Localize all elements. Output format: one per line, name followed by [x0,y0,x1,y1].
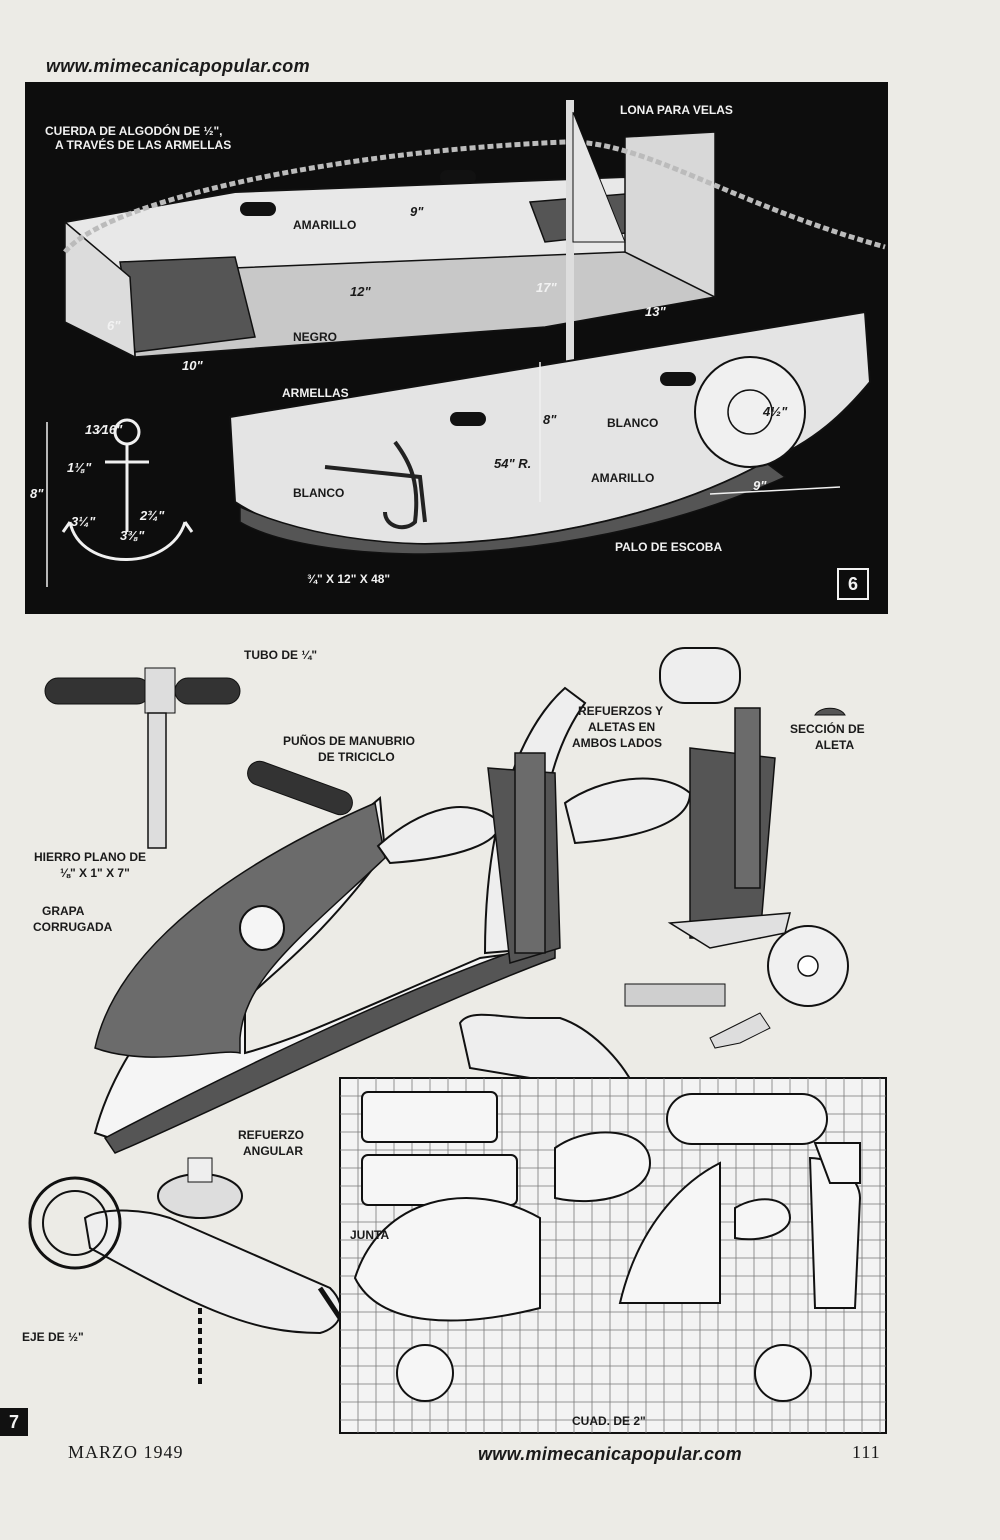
dim-radius: 54" R. [494,456,532,471]
label-rope-2: A TRAVÉS DE LAS ARMELLAS [55,138,232,152]
dim-anchor-1-1-8: 1⅛" [67,460,92,475]
page-number: 111 [852,1442,881,1462]
label-section: SECCIÓN DE [790,722,865,736]
label-staple-2: CORRUGADA [33,920,113,934]
dim-anchor-3-1-4: 3¼" [71,514,96,529]
label-black: NEGRO [293,330,338,344]
label-eyebolts: ARMELLAS [282,386,349,400]
label-white-anchor: BLANCO [293,486,345,500]
label-white-wheel: BLANCO [607,416,659,430]
label-yellow-side: AMARILLO [591,471,655,485]
label-braces: REFUERZOS Y [578,704,664,718]
dim-anchor-2-3-4: 2¾" [140,508,165,523]
footer-url[interactable]: www.mimecanicapopular.com [478,1444,742,1464]
label-section-2: ALETA [815,738,855,752]
footer-issue: MARZO 1949 [68,1442,184,1462]
label-axle: EJE DE ½" [22,1330,84,1344]
label-rope: CUERDA DE ALGODÓN DE ½", [45,124,223,138]
dim-10: 10" [182,358,203,373]
label-tube: TUBO DE ¼" [244,648,318,662]
label-sail: LONA PARA VELAS [620,103,733,117]
label-flatbar: HIERRO PLANO DE [34,850,147,864]
dim-12: 12" [350,284,371,299]
dim-9b: 9" [753,478,767,493]
label-grid: CUAD. DE 2" [572,1414,646,1428]
label-braces-2: ALETAS EN [588,720,656,734]
label-board: ¾" X 12" X 48" [307,572,391,586]
label-broomstick: PALO DE ESCOBA [615,540,723,554]
dim-9: 9" [410,204,424,219]
dim-anchor-13-16: 13⁄16" [85,422,123,437]
dim-8-mast: 8" [543,412,557,427]
dim-anchor-3-3-8: 3⅜" [120,528,145,543]
label-grips-2: DE TRICICLO [318,750,395,764]
dim-anchor-8: 8" [30,486,44,501]
label-staple: GRAPA [42,904,85,918]
dim-17: 17" [536,280,557,295]
label-joint: JUNTA [350,1228,390,1242]
figure-6-number: 6 [837,568,869,600]
boat-rocker-illustration [46,100,886,587]
figure-6-boat-rocker: CUERDA DE ALGODÓN DE ½", A TRAVÉS DE LAS… [25,82,888,614]
label-angle-2: ANGULAR [243,1144,303,1158]
dim-4-half: 4½" [763,404,788,419]
label-braces-3: AMBOS LADOS [572,736,662,750]
label-flatbar-2: ⅛" X 1" X 7" [60,866,130,880]
label-angle: REFUERZO [238,1128,304,1142]
label-yellow-top: AMARILLO [293,218,357,232]
label-grips: PUÑOS DE MANUBRIO [283,734,416,748]
header-url[interactable]: www.mimecanicapopular.com [46,56,310,76]
dim-13: 13" [645,304,666,319]
dim-6: 6" [107,318,121,333]
figure-7-number: 7 [0,1408,28,1436]
figure-7-scooter: TUBO DE ¼" PUÑOS DE MANUBRIO DE TRICICLO… [0,618,1000,1450]
scooter-illustration [28,647,887,1434]
